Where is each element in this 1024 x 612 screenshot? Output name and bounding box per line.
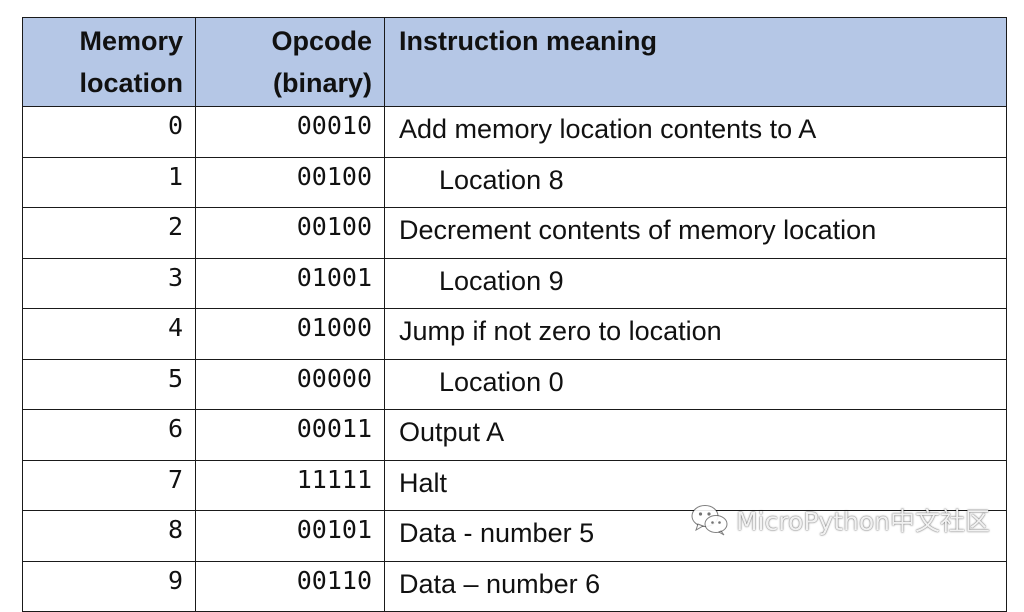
cell-location: 1 [22,156,196,208]
cell-opcode: 00000 [195,358,385,410]
cell-meaning: Jump if not zero to location [384,308,1007,360]
cell-location: 9 [22,560,196,612]
cell-opcode: 00100 [195,156,385,208]
header-opcode-line-1: Opcode [271,26,372,56]
header-row: Memory location Opcode (binary) Instruct… [22,17,1007,107]
instruction-table: Memory location Opcode (binary) Instruct… [22,17,1007,612]
cell-opcode: 00010 [195,106,385,158]
header-meaning-line-1: Instruction meaning [399,26,658,56]
cell-opcode: 00101 [195,510,385,562]
cell-location: 7 [22,459,196,511]
table-row: 9 00110 Data – number 6 [22,560,1007,612]
table-row: 2 00100 Decrement contents of memory loc… [22,207,1007,259]
table-row: 1 00100 Location 8 [22,156,1007,208]
cell-meaning: Halt [384,459,1007,511]
table-row: 8 00101 Data - number 5 [22,510,1007,562]
cell-meaning: Location 0 [384,358,1007,410]
table-row: 7 11111 Halt [22,459,1007,511]
cell-location: 8 [22,510,196,562]
table-row: 0 00010 Add memory location contents to … [22,106,1007,158]
cell-opcode: 00011 [195,409,385,461]
cell-meaning: Decrement contents of memory location [384,207,1007,259]
header-memory-line-2: location [79,68,183,98]
cell-meaning: Data – number 6 [384,560,1007,612]
cell-opcode: 01000 [195,308,385,360]
cell-location: 6 [22,409,196,461]
cell-meaning: Output A [384,409,1007,461]
cell-location: 3 [22,257,196,309]
table-row: 3 01001 Location 9 [22,257,1007,309]
cell-opcode: 11111 [195,459,385,511]
cell-meaning: Add memory location contents to A [384,106,1007,158]
header-opcode-line-2: (binary) [272,68,372,98]
cell-meaning: Location 9 [384,257,1007,309]
header-memory-line-1: Memory [79,26,183,56]
cell-opcode: 01001 [195,257,385,309]
header-memory-location: Memory location [22,17,196,107]
cell-location: 5 [22,358,196,410]
cell-opcode: 00110 [195,560,385,612]
cell-location: 4 [22,308,196,360]
cell-location: 2 [22,207,196,259]
cell-opcode: 00100 [195,207,385,259]
table-row: 5 00000 Location 0 [22,358,1007,410]
header-instruction-meaning: Instruction meaning [384,17,1007,107]
table-row: 4 01000 Jump if not zero to location [22,308,1007,360]
cell-meaning: Data - number 5 [384,510,1007,562]
header-opcode: Opcode (binary) [195,17,385,107]
table-row: 6 00011 Output A [22,409,1007,461]
table-body: 0 00010 Add memory location contents to … [22,106,1007,612]
cell-location: 0 [22,106,196,158]
cell-meaning: Location 8 [384,156,1007,208]
